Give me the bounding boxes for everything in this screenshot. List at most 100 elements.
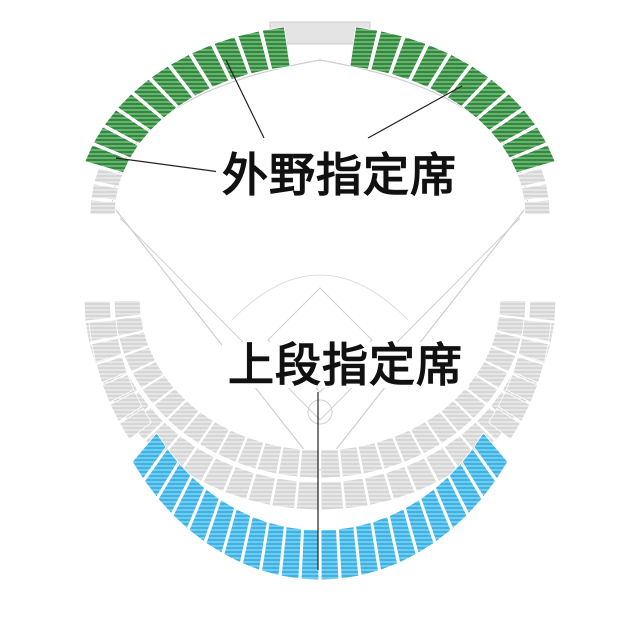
seat-block-other[interactable] <box>101 374 135 403</box>
seat-block-upper[interactable] <box>320 528 340 581</box>
seat-block-other[interactable] <box>298 448 320 479</box>
seat-block-other[interactable] <box>475 361 509 389</box>
seat-block-outfield[interactable] <box>92 126 139 159</box>
seat-block-other[interactable] <box>93 167 124 187</box>
seat-block-other[interactable] <box>182 411 215 445</box>
seat-block-outfield[interactable] <box>84 144 130 174</box>
seat-block-other[interactable] <box>95 356 128 384</box>
seat-block-other[interactable] <box>375 436 404 470</box>
seat-block-upper[interactable] <box>157 462 192 515</box>
seat-block-other[interactable] <box>357 442 384 475</box>
seat-block-outfield[interactable] <box>501 126 548 159</box>
seat-block-other[interactable] <box>277 446 301 478</box>
seat-block-upper[interactable] <box>388 508 417 564</box>
seat-block-outfield[interactable] <box>429 54 471 97</box>
seat-block-other[interactable] <box>88 319 119 342</box>
seat-block-outfield[interactable] <box>462 78 508 119</box>
seat-block-other[interactable] <box>528 300 557 322</box>
seat-block-other[interactable] <box>393 429 423 463</box>
seat-block-other[interactable] <box>256 442 283 475</box>
seat-block-other[interactable] <box>320 480 345 511</box>
seat-block-outfield[interactable] <box>349 26 379 70</box>
seat-block-outfield[interactable] <box>510 144 556 174</box>
seat-block-other[interactable] <box>385 466 416 500</box>
seat-block-other[interactable] <box>247 472 276 506</box>
seat-block-outfield[interactable] <box>117 93 163 131</box>
seat-block-other[interactable] <box>166 400 200 433</box>
seat-block-upper[interactable] <box>242 516 268 571</box>
seat-block-other[interactable] <box>498 300 527 319</box>
seat-block-upper[interactable] <box>405 499 435 554</box>
seat-block-outfield[interactable] <box>390 36 427 81</box>
seat-block-other[interactable] <box>83 300 112 322</box>
seat-block-other[interactable] <box>339 446 363 478</box>
seat-block-other[interactable] <box>521 183 550 201</box>
seat-block-upper[interactable] <box>280 526 302 580</box>
seat-block-upper[interactable] <box>172 476 205 530</box>
seat-block-other[interactable] <box>199 421 230 455</box>
seat-block-other[interactable] <box>521 319 552 342</box>
seat-block-other[interactable] <box>202 457 235 493</box>
seat-block-other[interactable] <box>153 388 187 420</box>
seat-block-upper[interactable] <box>473 432 509 480</box>
seat-block-upper[interactable] <box>300 528 320 581</box>
seat-block-other[interactable] <box>453 388 487 420</box>
seat-block-other[interactable] <box>141 375 175 405</box>
seat-block-upper[interactable] <box>355 521 379 576</box>
seat-block-other[interactable] <box>410 421 441 455</box>
seat-block-other[interactable] <box>425 411 458 445</box>
seat-block-other[interactable] <box>505 374 539 403</box>
seat-block-other[interactable] <box>342 477 369 510</box>
seat-block-upper[interactable] <box>435 476 468 530</box>
seat-block-other[interactable] <box>271 477 298 510</box>
seat-block-other[interactable] <box>465 375 499 405</box>
seat-block-other[interactable] <box>488 407 521 441</box>
seat-block-other[interactable] <box>109 391 143 422</box>
seat-block-other[interactable] <box>236 436 265 470</box>
seat-block-other[interactable] <box>123 346 156 373</box>
seat-block-other[interactable] <box>516 167 547 187</box>
seat-block-upper[interactable] <box>338 526 360 580</box>
seat-block-other[interactable] <box>131 361 165 389</box>
seat-block-upper[interactable] <box>131 432 167 480</box>
seat-block-other[interactable] <box>440 400 474 433</box>
seat-block-other[interactable] <box>517 337 549 363</box>
seat-block-upper[interactable] <box>448 462 483 515</box>
seat-block-outfield[interactable] <box>490 109 537 145</box>
seat-block-other[interactable] <box>114 315 145 337</box>
seat-block-upper[interactable] <box>420 488 452 543</box>
seat-block-other[interactable] <box>217 429 247 463</box>
seat-block-outfield[interactable] <box>370 30 403 75</box>
seat-block-outfield[interactable] <box>103 109 150 145</box>
seat-block-other[interactable] <box>113 300 142 319</box>
seat-block-outfield[interactable] <box>191 44 230 88</box>
seat-block-upper[interactable] <box>223 508 252 564</box>
seat-block-other[interactable] <box>405 457 438 493</box>
seat-block-upper[interactable] <box>461 448 496 498</box>
seat-block-other[interactable] <box>490 331 522 355</box>
seat-block-other[interactable] <box>224 466 255 500</box>
seat-block-upper[interactable] <box>261 521 285 576</box>
seat-block-other[interactable] <box>295 480 320 511</box>
seat-block-other[interactable] <box>484 346 517 373</box>
seat-block-upper[interactable] <box>372 516 398 571</box>
seat-block-outfield[interactable] <box>477 93 523 131</box>
seat-block-other[interactable] <box>320 448 342 479</box>
seat-block-other[interactable] <box>497 391 531 422</box>
seat-block-other[interactable] <box>90 183 119 201</box>
seat-block-other[interactable] <box>523 199 551 215</box>
seat-block-upper[interactable] <box>144 448 179 498</box>
seat-block-outfield[interactable] <box>237 30 270 75</box>
seat-block-other[interactable] <box>425 447 459 482</box>
seat-block-outfield[interactable] <box>446 65 490 107</box>
seat-block-other[interactable] <box>512 356 545 384</box>
seat-block-outfield[interactable] <box>150 65 194 107</box>
seat-block-other[interactable] <box>364 472 393 506</box>
seat-block-other[interactable] <box>89 199 117 215</box>
seat-block-outfield[interactable] <box>261 26 291 70</box>
seat-block-upper[interactable] <box>188 488 220 543</box>
seat-block-outfield[interactable] <box>132 78 178 119</box>
seat-block-other[interactable] <box>118 331 150 355</box>
seat-block-other[interactable] <box>119 407 152 441</box>
seat-block-outfield[interactable] <box>410 44 449 88</box>
